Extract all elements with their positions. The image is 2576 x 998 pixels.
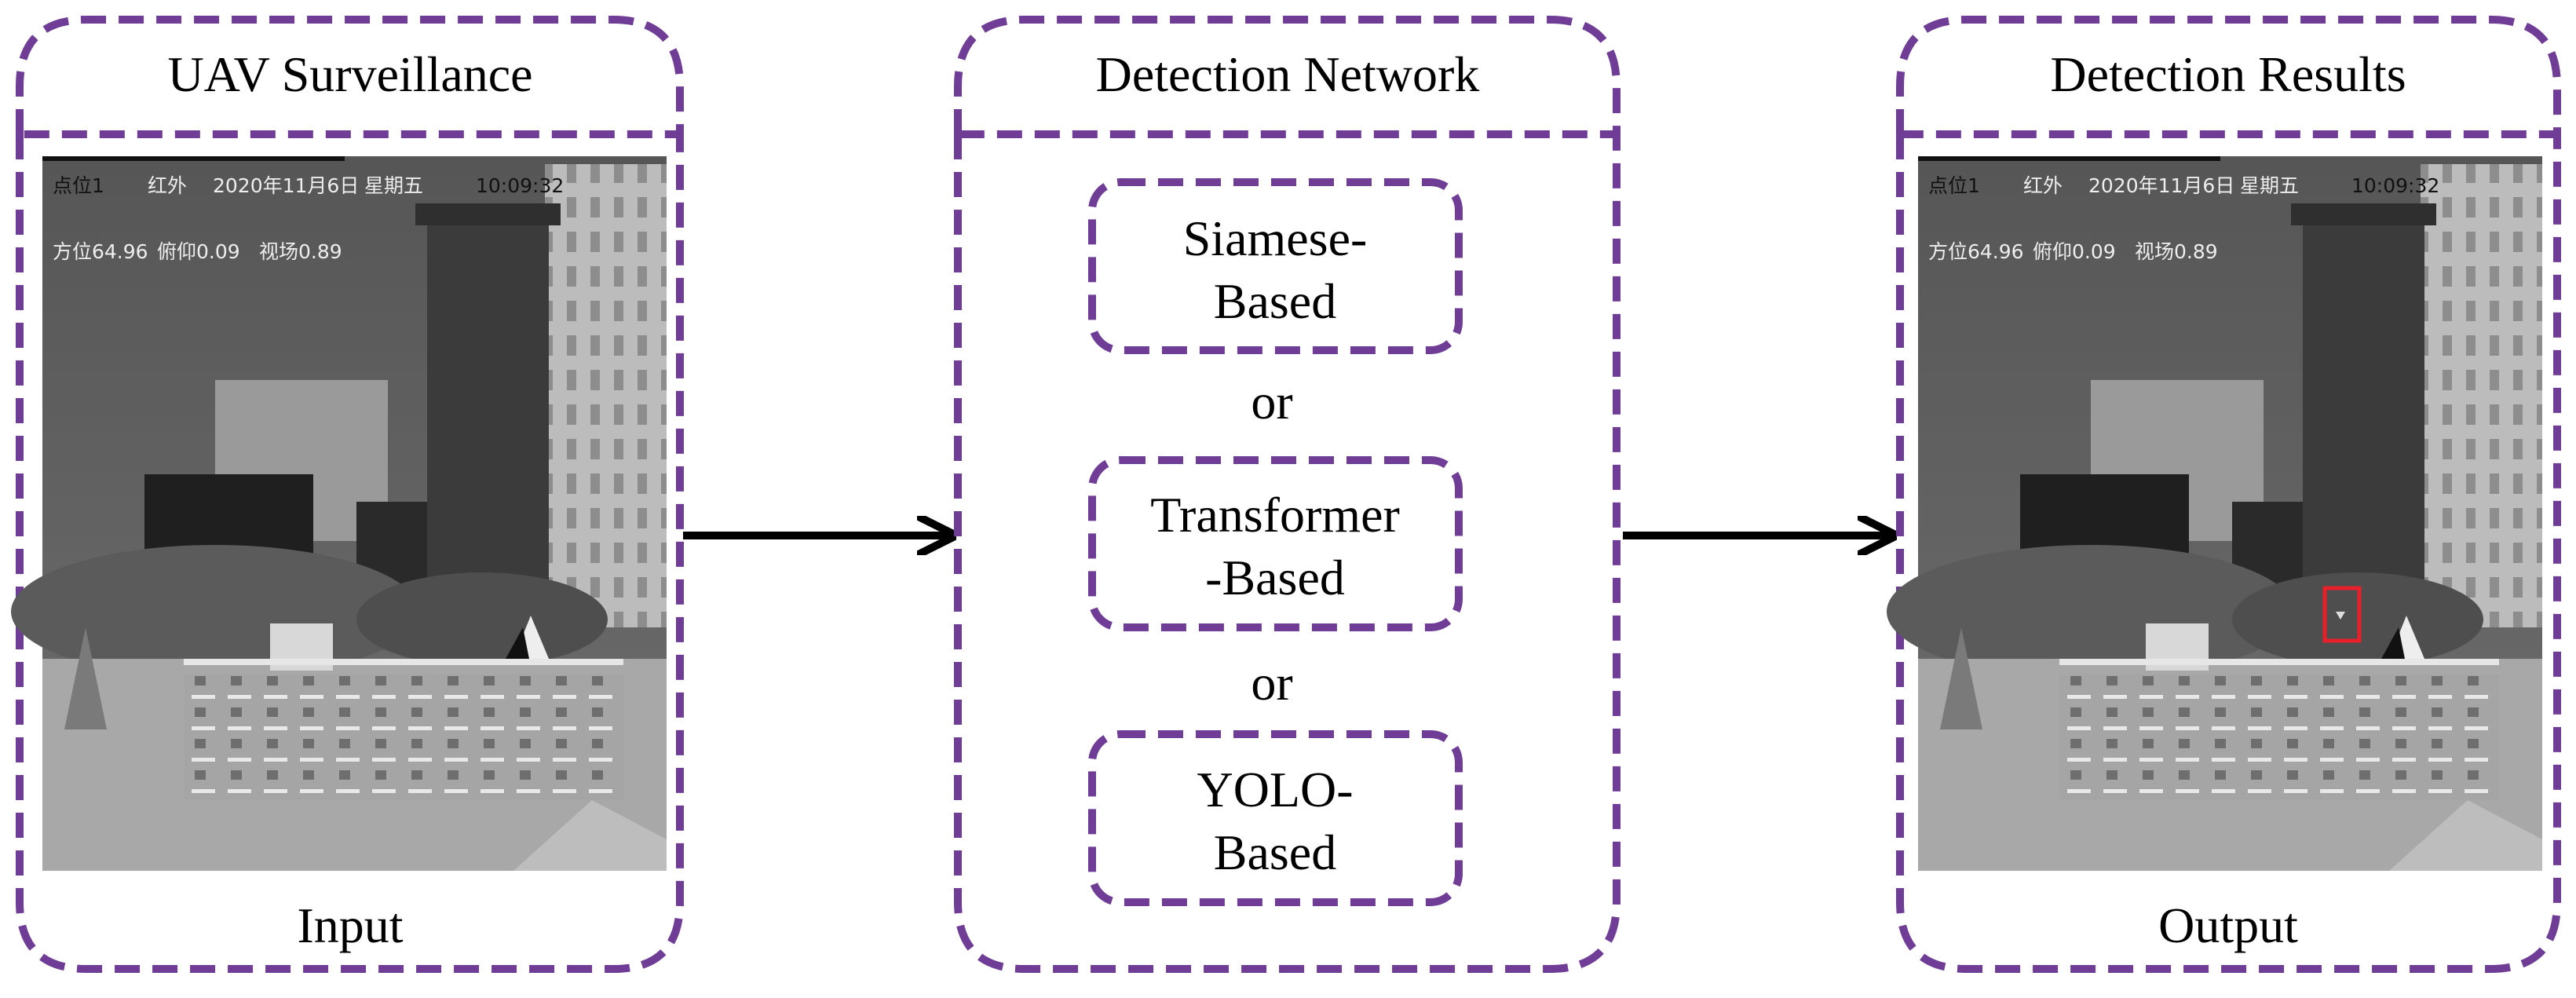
input-panel-header-border — [16, 16, 684, 138]
option-yolo-line1: YOLO- — [1197, 762, 1353, 817]
input-thermal-image: 点位1 红外 2020年11月6日 星期五 10:09:32 方位64.96 俯… — [11, 156, 667, 871]
overlay-time: 10:09:32 — [2351, 174, 2439, 197]
input-panel: UAV Surveillance 点位1 红外 2020年11月6日 星期五 1… — [11, 16, 684, 973]
output-thermal-image: 点位1 红外 2020年11月6日 星期五 10:09:32 方位64.96 俯… — [1887, 156, 2542, 871]
input-panel-body-border — [16, 134, 684, 973]
overlay-azimuth: 方位64.96 — [53, 240, 148, 263]
overlay-pitch: 俯仰0.09 — [2033, 240, 2116, 263]
input-caption: Input — [297, 897, 403, 953]
option-transformer-border — [1088, 456, 1463, 631]
overlay-weekday: 星期五 — [2240, 174, 2299, 197]
output-panel-body-border — [1896, 134, 2561, 973]
output-caption: Output — [2158, 897, 2298, 953]
option-transformer-line1: Transformer — [1150, 487, 1400, 543]
option-yolo-border — [1088, 730, 1463, 906]
overlay-weekday: 星期五 — [364, 174, 423, 197]
overlay-fov: 视场0.89 — [259, 240, 342, 263]
network-panel: Detection Network Siamese- Based or Tran… — [954, 16, 1621, 973]
overlay-fov: 视场0.89 — [2135, 240, 2218, 263]
output-image-overlay: 点位1 红外 2020年11月6日 星期五 10:09:32 方位64.96 俯… — [1928, 174, 2439, 263]
network-panel-body-border — [954, 134, 1621, 973]
input-image-overlay: 点位1 红外 2020年11月6日 星期五 10:09:32 方位64.96 俯… — [53, 174, 564, 263]
option-siamese-line2: Based — [1214, 273, 1336, 329]
overlay-mode: 红外 — [2023, 174, 2063, 197]
overlay-point: 点位1 — [1928, 174, 1980, 197]
network-panel-header-border — [954, 16, 1621, 138]
overlay-date: 2020年11月6日 — [213, 174, 359, 197]
separator-or: or — [1251, 655, 1292, 711]
overlay-time: 10:09:32 — [476, 174, 564, 197]
overlay-pitch: 俯仰0.09 — [157, 240, 240, 263]
overlay-mode: 红外 — [148, 174, 187, 197]
output-panel-title: Detection Results — [2050, 46, 2406, 102]
overlay-date: 2020年11月6日 — [2088, 174, 2234, 197]
option-siamese: Siamese- Based — [1088, 178, 1463, 354]
option-yolo-line2: Based — [1214, 824, 1336, 880]
option-transformer-line2: -Based — [1205, 550, 1345, 605]
option-transformer: Transformer -Based — [1088, 456, 1463, 631]
network-panel-title: Detection Network — [1096, 46, 1480, 102]
uav-target — [2336, 612, 2345, 620]
separator-or: or — [1251, 374, 1292, 430]
overlay-azimuth: 方位64.96 — [1928, 240, 2024, 263]
output-panel: Detection Results 点位1 红外 2020年11月6日 星期五 … — [1887, 16, 2561, 973]
option-siamese-line1: Siamese- — [1183, 210, 1368, 266]
overlay-point: 点位1 — [53, 174, 104, 197]
output-panel-header-border — [1896, 16, 2561, 138]
detection-bounding-box — [2322, 586, 2362, 643]
input-panel-title: UAV Surveillance — [167, 46, 532, 102]
option-siamese-border — [1088, 178, 1463, 354]
option-yolo: YOLO- Based — [1088, 730, 1463, 906]
